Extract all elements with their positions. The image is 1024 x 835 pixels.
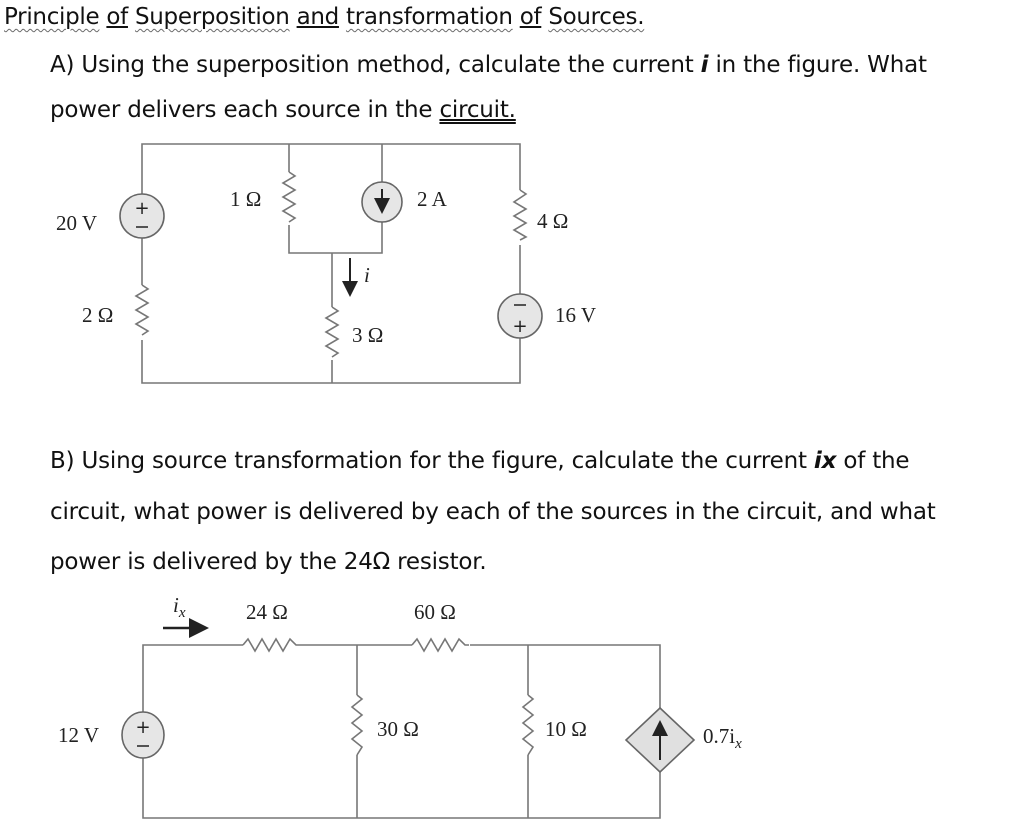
resistor-1ohm	[281, 171, 297, 223]
text: power delivers each source in the	[50, 97, 440, 123]
label-3ohm: 3 Ω	[352, 323, 383, 347]
title-word: of	[106, 4, 128, 30]
resistor-4ohm	[512, 189, 528, 241]
dependent-current-source	[624, 706, 696, 774]
label-2ohm: 2 Ω	[82, 303, 113, 327]
voltage-source-16v: +	[497, 293, 543, 339]
label-current-ix: ix	[173, 593, 186, 621]
label-60ohm: 60 Ω	[414, 600, 456, 624]
title-word: transformation	[345, 4, 513, 30]
text: A) Using the superposition method, calcu…	[50, 52, 701, 78]
title-word: and	[296, 4, 340, 30]
text: in the figure. What	[708, 52, 927, 78]
resistor-2ohm	[134, 284, 150, 336]
current-variable: ix	[813, 448, 837, 474]
svg-text:+: +	[135, 717, 150, 738]
label-dependent-source: 0.7ix	[703, 724, 742, 752]
current-source-2a	[361, 181, 403, 223]
text: circuit.	[439, 97, 516, 123]
label-24ohm: 24 Ω	[246, 600, 288, 624]
part-a-question-line1: A) Using the superposition method, calcu…	[50, 52, 927, 78]
voltage-source-12v: +	[121, 711, 165, 759]
label-10ohm: 10 Ω	[545, 717, 587, 741]
text: of the	[836, 448, 910, 474]
part-b-question-line1: B) Using source transformation for the f…	[50, 448, 910, 474]
part-b-question-line2: circuit, what power is delivered by each…	[50, 499, 936, 525]
text: B) Using source transformation for the f…	[50, 448, 814, 474]
title-word: of	[519, 4, 542, 30]
label-current-i: i	[364, 263, 370, 287]
resistor-24ohm	[242, 637, 300, 653]
label-30ohm: 30 Ω	[377, 717, 419, 741]
svg-text:+: +	[134, 198, 149, 219]
title-word: Principle	[4, 4, 100, 30]
label-16v: 16 V	[555, 303, 596, 327]
part-b-question-line3: power is delivered by the 24Ω resistor.	[50, 549, 487, 575]
title-word: Sources.	[548, 4, 645, 30]
current-variable: i	[700, 52, 709, 78]
label-20v: 20 V	[56, 211, 97, 235]
label-2a: 2 A	[417, 187, 448, 211]
resistor-10ohm	[521, 694, 535, 756]
svg-text:+: +	[512, 316, 527, 337]
resistor-3ohm	[324, 306, 340, 358]
circuit-a	[134, 143, 528, 384]
voltage-source-20v: +	[119, 193, 165, 239]
resistor-30ohm	[350, 694, 364, 756]
label-4ohm: 4 Ω	[537, 209, 568, 233]
label-12v: 12 V	[58, 723, 99, 747]
part-a-question-line2: power delivers each source in the circui…	[50, 97, 516, 123]
circuit-b	[142, 637, 661, 819]
label-1ohm: 1 Ω	[230, 187, 261, 211]
document-title: Principle of Superposition and transform…	[4, 4, 645, 30]
title-word: Superposition	[134, 4, 290, 30]
resistor-60ohm	[411, 637, 469, 653]
